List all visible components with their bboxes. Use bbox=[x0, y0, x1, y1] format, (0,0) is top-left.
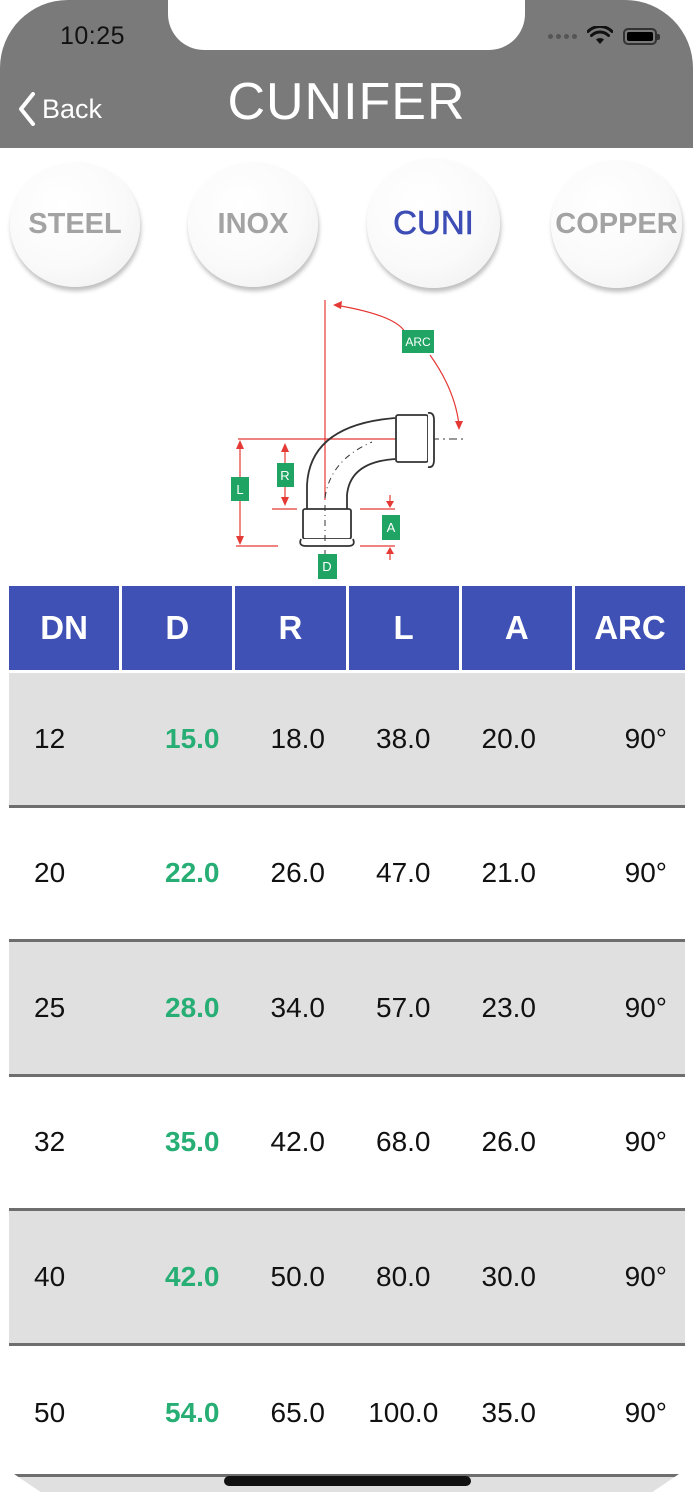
material-steel-button[interactable]: STEEL bbox=[10, 162, 140, 287]
cell-arc: 90° bbox=[624, 857, 667, 889]
cell-arc: 90° bbox=[624, 1396, 667, 1428]
table-header: DN D R L A ARC bbox=[9, 586, 686, 670]
cell-d: 15.0 bbox=[165, 722, 220, 754]
table-row: 12 15.0 18.0 38.0 20.0 90° bbox=[9, 673, 685, 808]
header-a: A bbox=[461, 586, 572, 670]
home-indicator[interactable] bbox=[224, 1476, 471, 1486]
table-row: 40 42.0 50.0 80.0 30.0 90° bbox=[9, 1211, 685, 1346]
cell-r: 50.0 bbox=[270, 1260, 326, 1292]
cell-d: 28.0 bbox=[165, 991, 220, 1023]
cell-dn: 20 bbox=[34, 857, 66, 889]
header-arc: ARC bbox=[574, 586, 686, 670]
cell-dn: 40 bbox=[34, 1260, 66, 1292]
navigation-bar: 10:25 Back CUNIFER bbox=[0, 0, 693, 148]
table-row: 25 28.0 34.0 57.0 23.0 90° bbox=[9, 942, 685, 1077]
d-label: D bbox=[318, 554, 337, 579]
svg-text:D: D bbox=[322, 559, 331, 574]
back-button[interactable]: Back bbox=[18, 92, 102, 126]
back-label: Back bbox=[42, 93, 103, 124]
cell-r: 65.0 bbox=[270, 1396, 326, 1428]
cell-l: 57.0 bbox=[376, 991, 431, 1023]
cellular-signal-icon bbox=[548, 33, 577, 39]
cell-arc: 90° bbox=[624, 991, 667, 1023]
table-row: 50 54.0 65.0 100.0 35.0 90° bbox=[9, 1345, 685, 1480]
cell-l: 100.0 bbox=[368, 1396, 439, 1428]
a-label: A bbox=[382, 515, 400, 540]
cell-dn: 32 bbox=[34, 1126, 66, 1158]
r-label: R bbox=[277, 463, 294, 487]
cell-dn: 12 bbox=[34, 722, 66, 754]
table-row: 32 35.0 42.0 68.0 26.0 90° bbox=[9, 1076, 685, 1211]
material-selector: STEEL INOX CUNI COPPER bbox=[0, 158, 693, 292]
table-row: 20 22.0 26.0 47.0 21.0 90° bbox=[9, 807, 685, 942]
cell-a: 21.0 bbox=[481, 857, 537, 889]
status-icons bbox=[548, 26, 660, 46]
svg-text:L: L bbox=[236, 482, 243, 497]
cell-l: 38.0 bbox=[376, 722, 431, 754]
page-title: CUNIFER bbox=[227, 73, 466, 131]
cell-a: 20.0 bbox=[481, 722, 537, 754]
cell-a: 26.0 bbox=[481, 1126, 537, 1158]
elbow-diagram-graphic: ARC L R A D bbox=[231, 300, 465, 579]
device-notch bbox=[168, 0, 525, 50]
material-copper-button[interactable]: COPPER bbox=[551, 160, 682, 288]
cell-a: 30.0 bbox=[481, 1260, 537, 1292]
cell-l: 80.0 bbox=[376, 1260, 431, 1292]
material-inox-button[interactable]: INOX bbox=[188, 162, 318, 287]
material-cuni-button[interactable]: CUNI bbox=[367, 158, 500, 288]
cell-l: 68.0 bbox=[376, 1126, 431, 1158]
cell-d: 35.0 bbox=[165, 1126, 220, 1158]
status-time: 10:25 bbox=[60, 22, 126, 50]
svg-text:A: A bbox=[387, 520, 396, 535]
dimensions-table: DN D R L A ARC 12 15.0 18.0 38.0 20.0 90… bbox=[9, 586, 686, 1480]
cell-a: 23.0 bbox=[481, 991, 537, 1023]
header-d: D bbox=[122, 586, 233, 670]
cell-arc: 90° bbox=[624, 1126, 667, 1158]
cell-dn: 50 bbox=[34, 1396, 66, 1428]
svg-text:R: R bbox=[280, 468, 289, 483]
cell-dn: 25 bbox=[34, 991, 66, 1023]
cell-r: 26.0 bbox=[270, 857, 326, 889]
cell-arc: 90° bbox=[624, 722, 667, 754]
cell-d: 22.0 bbox=[165, 857, 220, 889]
battery-icon bbox=[623, 27, 660, 45]
l-label: L bbox=[231, 477, 249, 501]
chevron-left-icon bbox=[19, 92, 35, 126]
elbow-fitting-diagram: ARC L R A D bbox=[200, 290, 490, 580]
cell-r: 34.0 bbox=[270, 991, 326, 1023]
cell-r: 18.0 bbox=[270, 722, 326, 754]
wifi-icon bbox=[587, 26, 613, 44]
cell-d: 54.0 bbox=[165, 1396, 220, 1428]
header-r: R bbox=[235, 586, 346, 670]
cell-r: 42.0 bbox=[270, 1126, 326, 1158]
cell-a: 35.0 bbox=[481, 1396, 537, 1428]
arc-label: ARC bbox=[402, 330, 434, 353]
cell-d: 42.0 bbox=[165, 1260, 220, 1292]
cell-l: 47.0 bbox=[376, 857, 431, 889]
header-l: L bbox=[348, 586, 459, 670]
svg-text:ARC: ARC bbox=[405, 335, 431, 349]
header-dn: DN bbox=[9, 586, 120, 670]
cell-arc: 90° bbox=[624, 1260, 667, 1292]
